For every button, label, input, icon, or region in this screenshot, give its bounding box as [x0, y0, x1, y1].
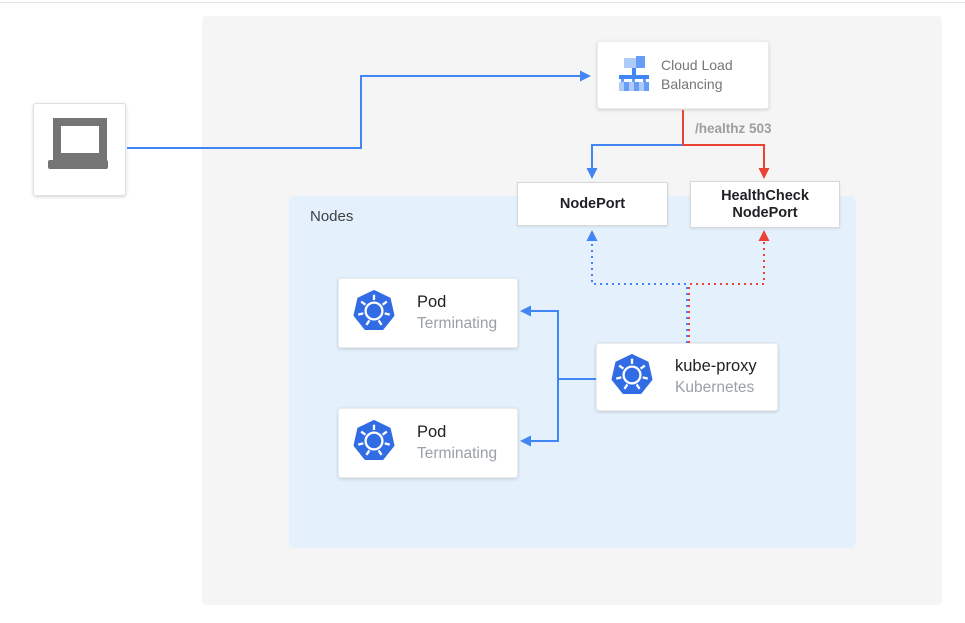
- nodeport-box: NodePort: [517, 182, 668, 226]
- healthz-status-label: /healthz 503: [695, 121, 772, 136]
- client-card: [33, 103, 126, 196]
- kube-proxy-card: kube-proxy Kubernetes: [596, 343, 778, 411]
- nodes-label: Nodes: [310, 208, 354, 225]
- pod-status: Terminating: [417, 315, 498, 332]
- pod-status: Terminating: [417, 445, 498, 462]
- pod-title: Pod: [417, 423, 447, 441]
- load-balancer-label: Cloud Load Balancing: [661, 57, 733, 92]
- top-divider: [0, 2, 965, 3]
- kube-proxy-subtitle: Kubernetes: [675, 379, 755, 396]
- load-balancer-card: Cloud Load Balancing: [597, 41, 769, 109]
- kubernetes-icon: [353, 289, 395, 337]
- pod-title: Pod: [417, 293, 447, 311]
- pod-card: Pod Terminating: [338, 278, 518, 348]
- pod-card: Pod Terminating: [338, 408, 518, 478]
- kubernetes-icon: [611, 353, 653, 401]
- kube-proxy-title: kube-proxy: [675, 357, 757, 375]
- laptop-icon: [42, 109, 118, 190]
- healthcheck-nodeport-box: HealthCheck NodePort: [690, 181, 840, 228]
- load-balancer-icon: [615, 54, 653, 97]
- kubernetes-icon: [353, 419, 395, 467]
